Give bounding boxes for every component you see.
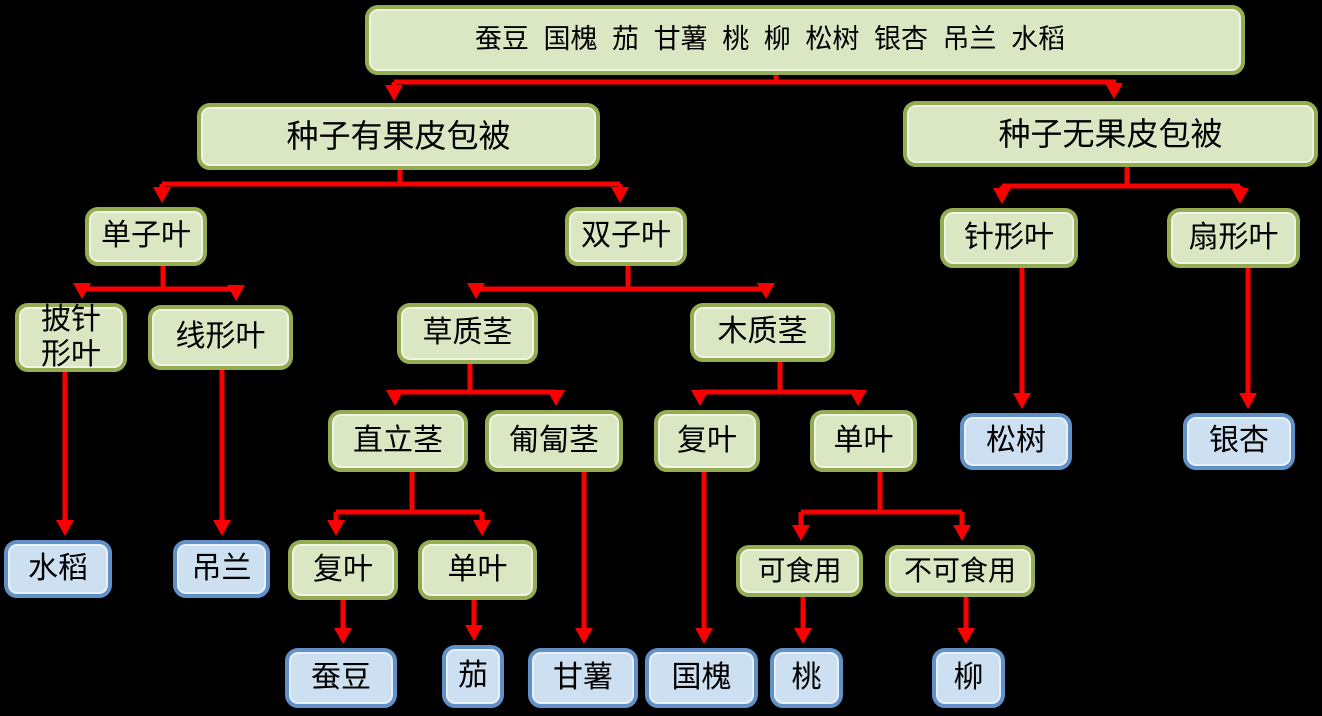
node-peach: 桃	[770, 648, 843, 708]
node-seed-covered: 种子有果皮包被	[197, 103, 600, 170]
node-compound-leaf-erect: 复叶	[288, 540, 398, 600]
node-rice: 水稻	[4, 540, 112, 598]
node-pine: 松树	[960, 413, 1072, 470]
node-edible: 可食用	[736, 545, 863, 597]
node-compound-leaf-woody: 复叶	[654, 410, 760, 472]
node-herbaceous-stem: 草质茎	[397, 303, 538, 364]
node-woody-stem: 木质茎	[690, 303, 835, 362]
node-ginkgo: 银杏	[1183, 413, 1295, 470]
node-simple-leaf-erect: 单叶	[418, 540, 537, 600]
node-broad-bean: 蚕豆	[285, 648, 397, 708]
node-seed-naked: 种子无果皮包被	[903, 101, 1318, 167]
node-needle-leaf: 针形叶	[940, 208, 1078, 268]
node-monocot: 单子叶	[85, 207, 207, 266]
node-eggplant: 茄	[442, 645, 504, 708]
node-spider-plant: 吊兰	[173, 540, 270, 598]
node-sweet-potato: 甘薯	[528, 648, 638, 708]
node-scholar-tree: 国槐	[645, 648, 758, 708]
node-linear-leaf: 线形叶	[148, 305, 293, 370]
node-erect-stem: 直立茎	[328, 410, 468, 472]
node-creeping-stem: 匍匐茎	[485, 410, 623, 472]
node-simple-leaf-woody: 单叶	[810, 410, 917, 472]
node-inedible: 不可食用	[885, 545, 1035, 597]
node-fan-leaf: 扇形叶	[1167, 208, 1300, 268]
node-lanceolate-leaf: 披针形叶	[15, 302, 127, 372]
node-willow: 柳	[932, 648, 1005, 708]
node-dicot: 双子叶	[565, 207, 687, 266]
node-species-pool: 蚕豆 国槐 茄 甘薯 桃 柳 松树 银杏 吊兰 水稻	[365, 5, 1245, 75]
